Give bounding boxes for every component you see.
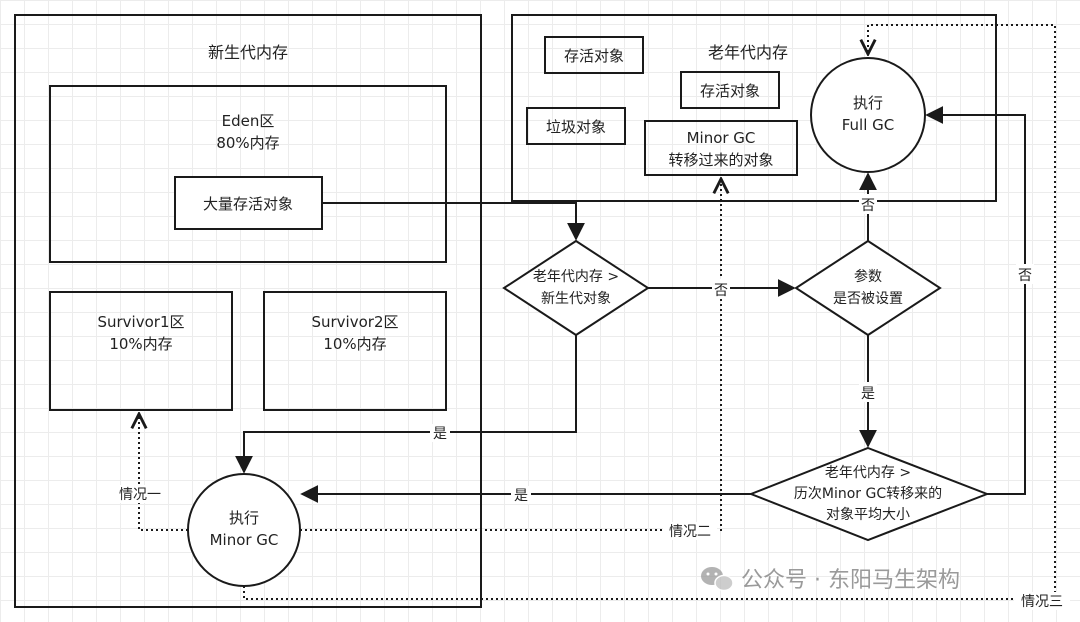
edge-label-case2: 情况二 <box>669 524 711 540</box>
full-gc-node <box>810 57 926 173</box>
edge-case3-minor-to-full-gc <box>243 24 1056 600</box>
edge-label-yes-1: 是 <box>433 426 447 442</box>
old-live-object-a-label: 存活对象 <box>564 47 624 65</box>
edge-label-case3: 情况三 <box>1021 594 1063 610</box>
wechat-icon <box>701 567 734 592</box>
old-garbage-object-label: 垃圾对象 <box>546 118 606 136</box>
survivor1-size: 10%内存 <box>109 335 172 353</box>
old-gen-container <box>511 14 997 202</box>
decision-param-set-line1: 参数 <box>854 268 882 285</box>
minor-gc-line1: 执行 <box>229 509 259 527</box>
full-gc-line1: 执行 <box>853 94 883 112</box>
old-garbage-object <box>526 107 626 145</box>
decision-old-gt-young-line2: 新生代对象 <box>541 291 611 307</box>
minor-gc-line2: Minor GC <box>210 531 279 549</box>
minor-gc-node <box>187 473 301 587</box>
decision-old-gt-avg-line1: 老年代内存 > <box>825 465 911 481</box>
eden-size: 80%内存 <box>216 134 279 152</box>
bulk-live-objects-label: 大量存活对象 <box>203 195 293 213</box>
decision-old-gt-avg <box>748 446 990 542</box>
minor-gc-transferred-line2: 转移过来的对象 <box>668 151 773 169</box>
survivor2-box <box>263 291 447 411</box>
edge-case1-minor-to-survivor1 <box>139 414 188 531</box>
decision-param-set <box>794 239 942 337</box>
old-live-object-b-label: 存活对象 <box>700 82 760 100</box>
survivor2-size: 10%内存 <box>323 335 386 353</box>
decision-old-gt-avg-line3: 对象平均大小 <box>826 507 910 523</box>
survivor1-label: Survivor1区 <box>97 313 184 331</box>
survivor1-box <box>49 291 233 411</box>
edge-label-no-3: 否 <box>1018 268 1032 284</box>
edge-label-yes-3: 是 <box>514 488 528 504</box>
edge-label-no-2: 否 <box>861 198 875 214</box>
decision-old-gt-avg-line2: 历次Minor GC转移来的 <box>794 486 942 502</box>
eden-box <box>49 85 447 263</box>
minor-gc-transferred-box <box>644 120 798 176</box>
edge-case2-minor-to-old <box>300 179 721 531</box>
edge-bulk-to-decision1 <box>322 202 585 241</box>
young-gen-container <box>14 14 482 608</box>
edge-decision3-to-full-gc <box>925 106 1026 495</box>
decision-old-gt-young <box>502 239 650 337</box>
minor-gc-transferred-line1: Minor GC <box>687 129 756 147</box>
edge-label-no-1: 否 <box>714 283 728 299</box>
old-live-object-b <box>680 71 780 109</box>
young-gen-title: 新生代内存 <box>208 43 288 62</box>
edge-label-yes-2: 是 <box>861 386 875 402</box>
survivor2-label: Survivor2区 <box>311 313 398 331</box>
decision-old-gt-young-line1: 老年代内存 > <box>533 269 619 285</box>
decision-param-set-line2: 是否被设置 <box>833 291 903 307</box>
edge-decision1-to-minor-gc <box>235 335 577 474</box>
old-gen-title: 老年代内存 <box>708 43 788 62</box>
watermark-text: 公众号 · 东阳马生架构 <box>741 568 960 593</box>
old-live-object-a <box>544 36 644 74</box>
full-gc-line2: Full GC <box>842 116 895 134</box>
eden-label: Eden区 <box>222 112 275 130</box>
edge-label-case1: 情况一 <box>119 487 161 503</box>
